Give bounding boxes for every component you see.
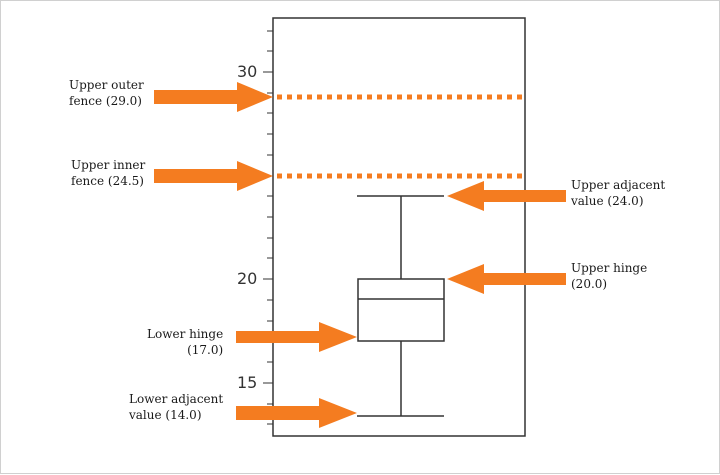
arrow-lower-hinge <box>236 322 357 352</box>
arrow-upper-adjacent <box>447 181 566 211</box>
label-line: Lower hinge <box>147 327 224 341</box>
label-line: (17.0) <box>187 343 224 357</box>
label-upper-adjacent: Upper adjacent value (24.0) <box>571 177 665 209</box>
minor-ticks <box>267 30 273 425</box>
label-upper-inner-fence: Upper inner fence (24.5) <box>71 157 145 189</box>
tick-label-30: 30 <box>237 62 258 81</box>
label-line: Lower adjacent <box>129 392 224 406</box>
tick-label-20: 20 <box>237 269 258 288</box>
label-upper-outer-fence: Upper outer fence (29.0) <box>69 77 144 109</box>
arrow-lower-adjacent <box>236 398 357 428</box>
box-iqr <box>357 278 445 342</box>
label-line: Upper outer <box>69 78 144 92</box>
plot-frame <box>272 17 526 437</box>
arrow-upper-hinge <box>447 264 566 294</box>
label-upper-hinge: Upper hinge (20.0) <box>571 260 647 292</box>
label-line: (20.0) <box>571 277 608 291</box>
label-line: fence (24.5) <box>71 174 144 188</box>
label-line: fence (29.0) <box>69 94 142 108</box>
label-line: Upper hinge <box>571 261 648 275</box>
label-lower-hinge: Lower hinge (17.0) <box>147 326 223 358</box>
label-line: Upper adjacent <box>571 178 666 192</box>
label-line: Upper inner <box>71 158 146 172</box>
label-line: value (14.0) <box>129 408 202 422</box>
label-line: value (24.0) <box>571 194 644 208</box>
arrow-upper-inner-fence <box>154 161 273 191</box>
tick-label-15: 15 <box>237 373 258 392</box>
label-lower-adjacent: Lower adjacent value (14.0) <box>129 391 223 423</box>
arrow-upper-outer-fence <box>154 82 273 112</box>
